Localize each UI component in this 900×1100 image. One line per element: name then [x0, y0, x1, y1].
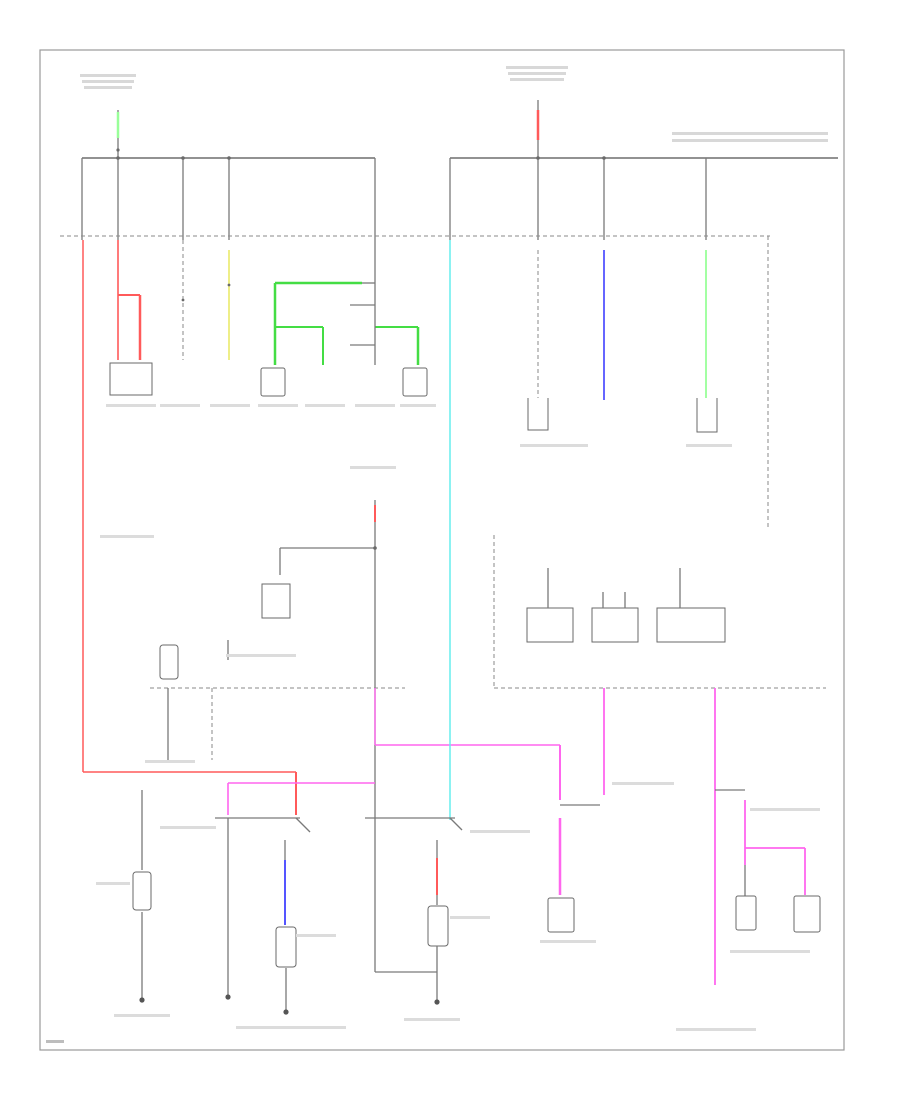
red-wire-left [82, 240, 297, 815]
left-fuse-drops [81, 156, 376, 240]
seat-switch-connectors [260, 367, 428, 397]
right-fuse-drops [449, 156, 707, 240]
switch-row [215, 817, 463, 995]
lower-components [132, 871, 575, 968]
right-branches [527, 250, 718, 433]
ground-points [139, 994, 440, 1015]
component-left-1 [109, 362, 153, 396]
branch-229 [227, 250, 231, 360]
branch-183 [181, 240, 185, 360]
center-main-wire [279, 500, 377, 972]
lower-wires [141, 790, 438, 1010]
diagram-frame [39, 49, 845, 1051]
right-lower-pink [560, 688, 821, 985]
illegible-labels [46, 66, 828, 1043]
pink-wire-harness [227, 688, 562, 895]
left-connector [159, 644, 179, 680]
relay-component [261, 583, 291, 619]
right-relay-box [493, 535, 826, 689]
top-left-power-source [116, 110, 120, 158]
green-harness [273, 240, 420, 365]
